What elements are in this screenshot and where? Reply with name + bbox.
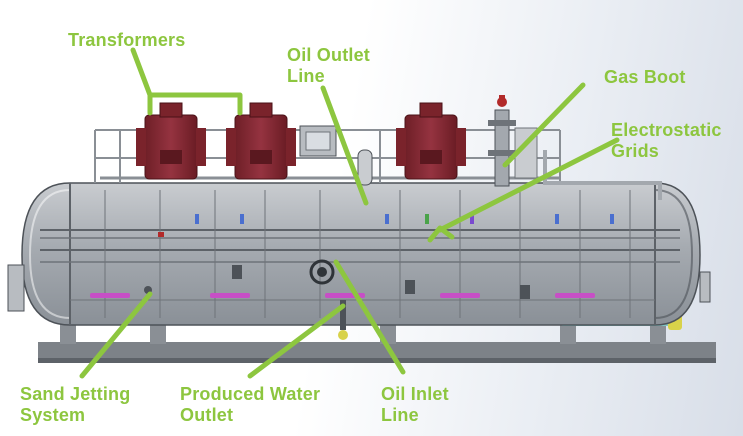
left-flange bbox=[7, 264, 25, 312]
label-oil-inlet-line-2: Line bbox=[381, 405, 419, 425]
label-transformers: Transformers bbox=[68, 30, 185, 51]
label-sand-jetting-system: Sand Jetting System bbox=[20, 384, 130, 426]
electrostatic-grid-bars bbox=[90, 293, 595, 298]
vessel-nozzles bbox=[144, 259, 530, 340]
label-electrostatic-grids-1: Electrostatic bbox=[611, 120, 722, 140]
label-produced-water-outlet-1: Produced Water bbox=[180, 384, 321, 404]
label-transformers-text: Transformers bbox=[68, 30, 186, 50]
label-gas-boot: Gas Boot bbox=[604, 67, 686, 88]
skid-base bbox=[38, 318, 716, 363]
label-gas-boot-text: Gas Boot bbox=[604, 67, 686, 87]
label-produced-water-outlet-2: Outlet bbox=[180, 405, 234, 425]
label-oil-outlet-line: Oil Outlet Line bbox=[287, 45, 370, 87]
transformer-icon bbox=[396, 102, 466, 180]
label-electrostatic-grids-2: Grids bbox=[611, 141, 660, 161]
transformer-icon bbox=[136, 102, 206, 180]
right-flange bbox=[699, 271, 711, 303]
label-electrostatic-grids: Electrostatic Grids bbox=[611, 120, 722, 162]
callout-lines bbox=[79, 47, 620, 379]
label-oil-outlet-line-2: Line bbox=[287, 66, 325, 86]
separator-vessel-icon bbox=[21, 182, 701, 326]
label-oil-inlet-line: Oil Inlet Line bbox=[381, 384, 449, 426]
label-sand-jetting-system-1: Sand Jetting bbox=[20, 384, 131, 404]
label-sand-jetting-system-2: System bbox=[20, 405, 86, 425]
label-oil-outlet-line-1: Oil Outlet bbox=[287, 45, 370, 65]
transformer-icon bbox=[226, 102, 296, 180]
control-box bbox=[299, 125, 337, 157]
label-produced-water-outlet: Produced Water Outlet bbox=[180, 384, 320, 426]
oil-outlet-riser bbox=[357, 149, 373, 186]
label-oil-inlet-line-1: Oil Inlet bbox=[381, 384, 449, 404]
